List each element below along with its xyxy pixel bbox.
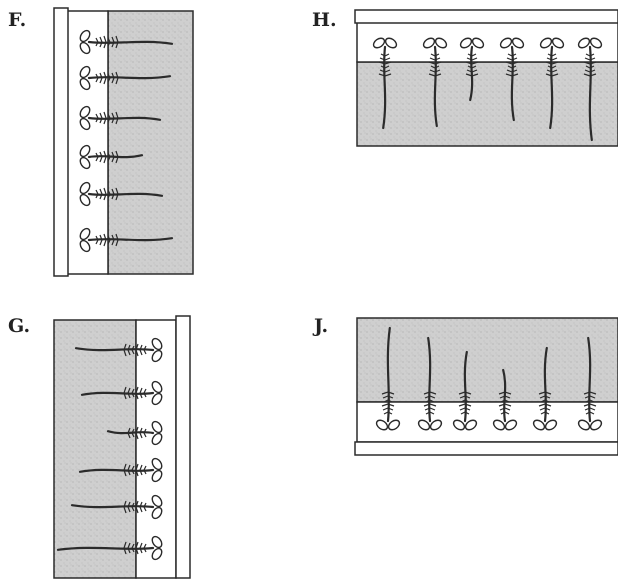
panel-h: H. <box>312 9 618 146</box>
panel-j-label: J. <box>312 315 328 337</box>
panel-j-soil <box>357 318 618 402</box>
panel-h-frame-bar <box>355 10 618 23</box>
panel-h-soil <box>357 62 618 146</box>
panel-f-soil <box>108 11 193 274</box>
panel-g-frame-bar <box>176 316 190 578</box>
panel-f-frame-bar <box>54 8 68 276</box>
panel-j: J. <box>312 315 618 455</box>
panel-g-label: G. <box>8 315 30 337</box>
panel-h-label: H. <box>312 9 337 31</box>
panel-f: F. <box>8 8 193 276</box>
panel-f-label: F. <box>8 9 26 31</box>
panel-g-soil <box>54 320 136 578</box>
panel-j-frame-bar <box>355 442 618 455</box>
panel-g: G. <box>8 315 190 578</box>
